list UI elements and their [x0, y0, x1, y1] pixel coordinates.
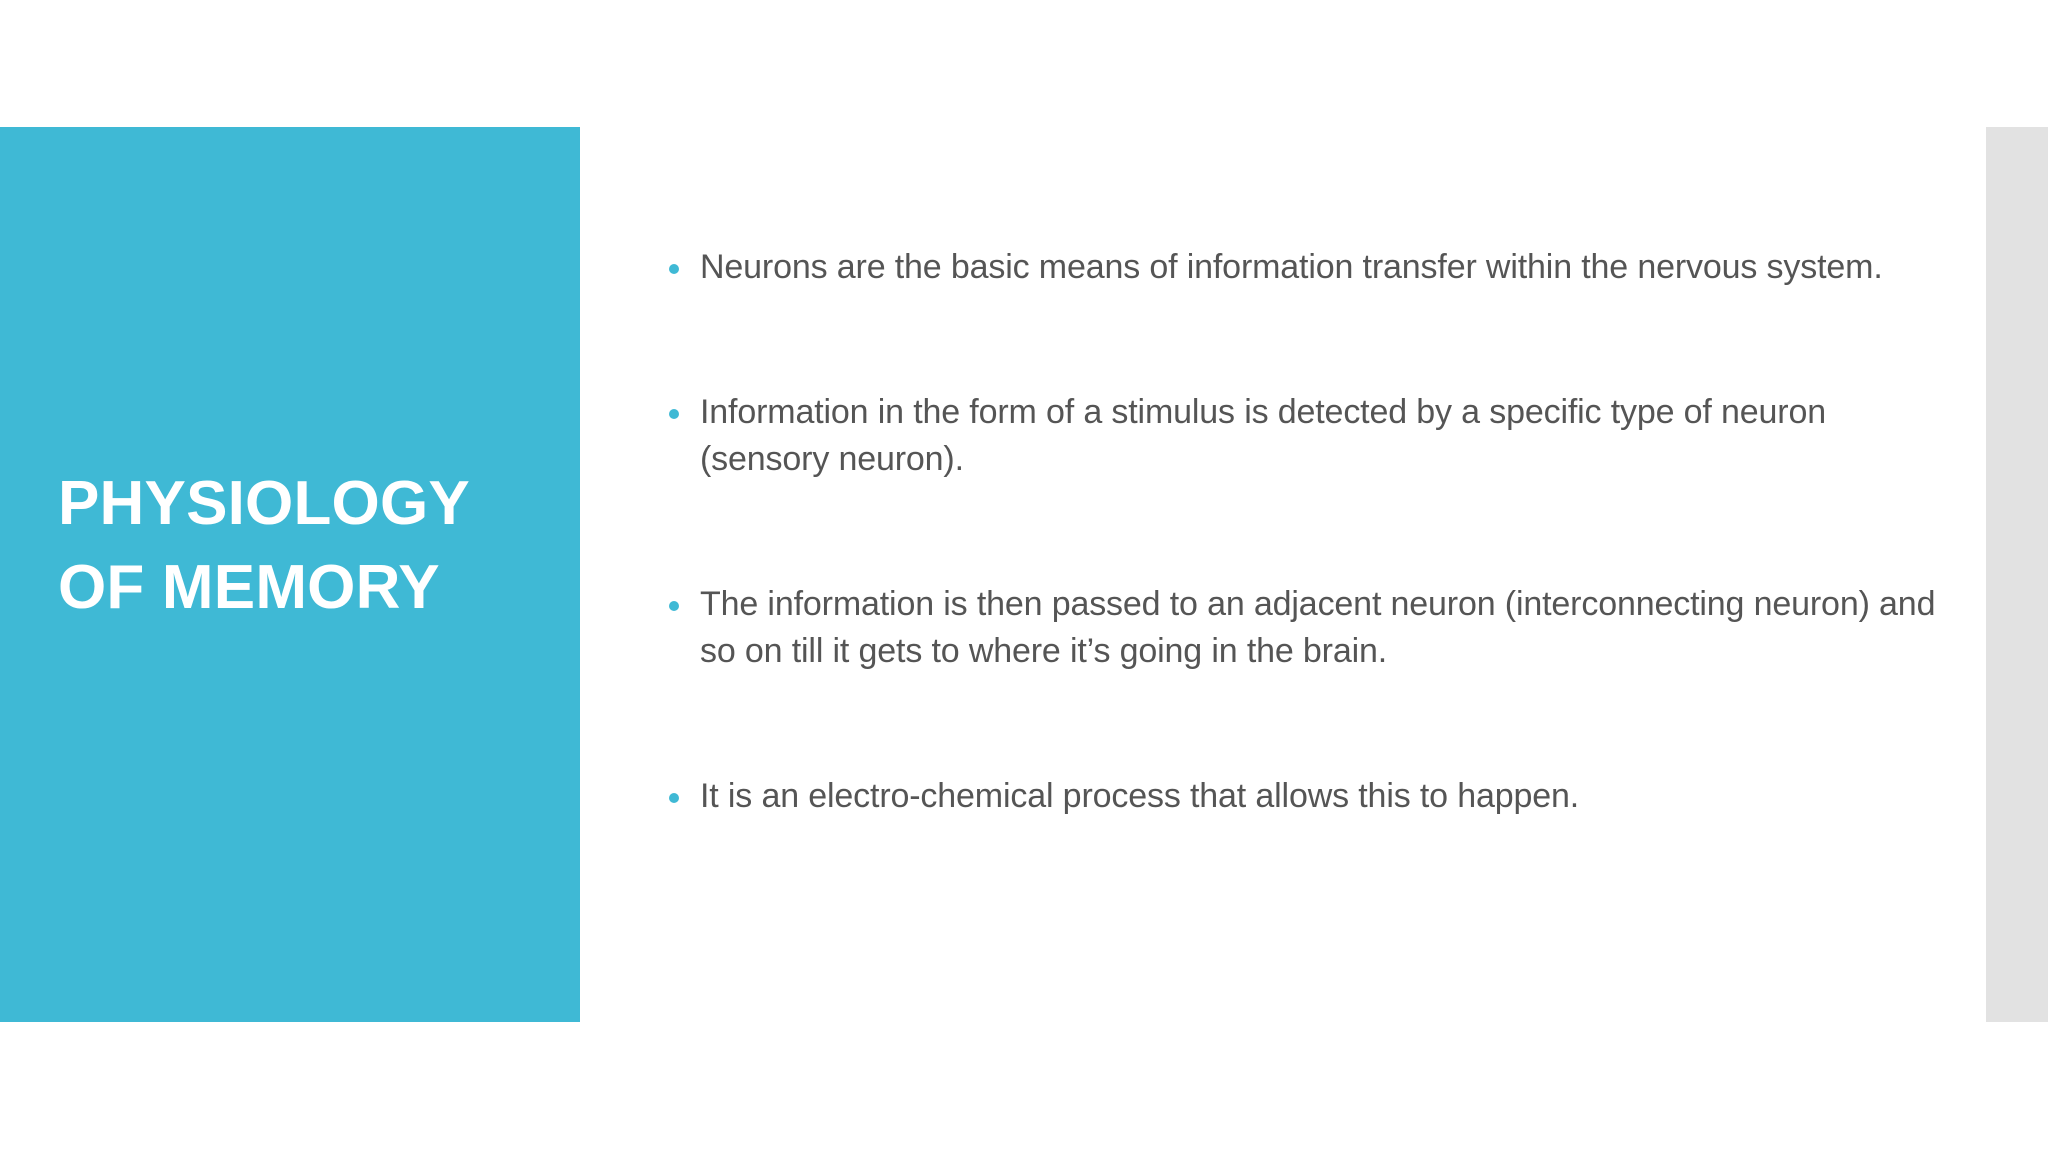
bullet-dot-icon	[669, 264, 679, 274]
bullet-text: Information in the form of a stimulus is…	[700, 393, 1826, 478]
bullet-list-item: It is an electro-chemical process that a…	[660, 773, 1960, 820]
slide-body-content: Neurons are the basic means of informati…	[660, 244, 1960, 820]
bullet-list-item: Information in the form of a stimulus is…	[660, 389, 1960, 483]
bullet-text: It is an electro-chemical process that a…	[700, 777, 1580, 815]
slide-title: PHYSIOLOGY OF MEMORY	[58, 468, 470, 622]
bullet-dot-icon	[669, 601, 679, 611]
bullet-dot-icon	[669, 793, 679, 803]
bullet-text: Neurons are the basic means of informati…	[700, 248, 1883, 286]
bullet-list-item: The information is then passed to an adj…	[660, 581, 1960, 675]
title-panel: PHYSIOLOGY OF MEMORY	[0, 127, 580, 1022]
bullet-list-item: Neurons are the basic means of informati…	[660, 244, 1960, 291]
bullet-dot-icon	[669, 409, 679, 419]
bullet-text: The information is then passed to an adj…	[700, 585, 1936, 670]
right-edge-band	[1986, 127, 2048, 1022]
